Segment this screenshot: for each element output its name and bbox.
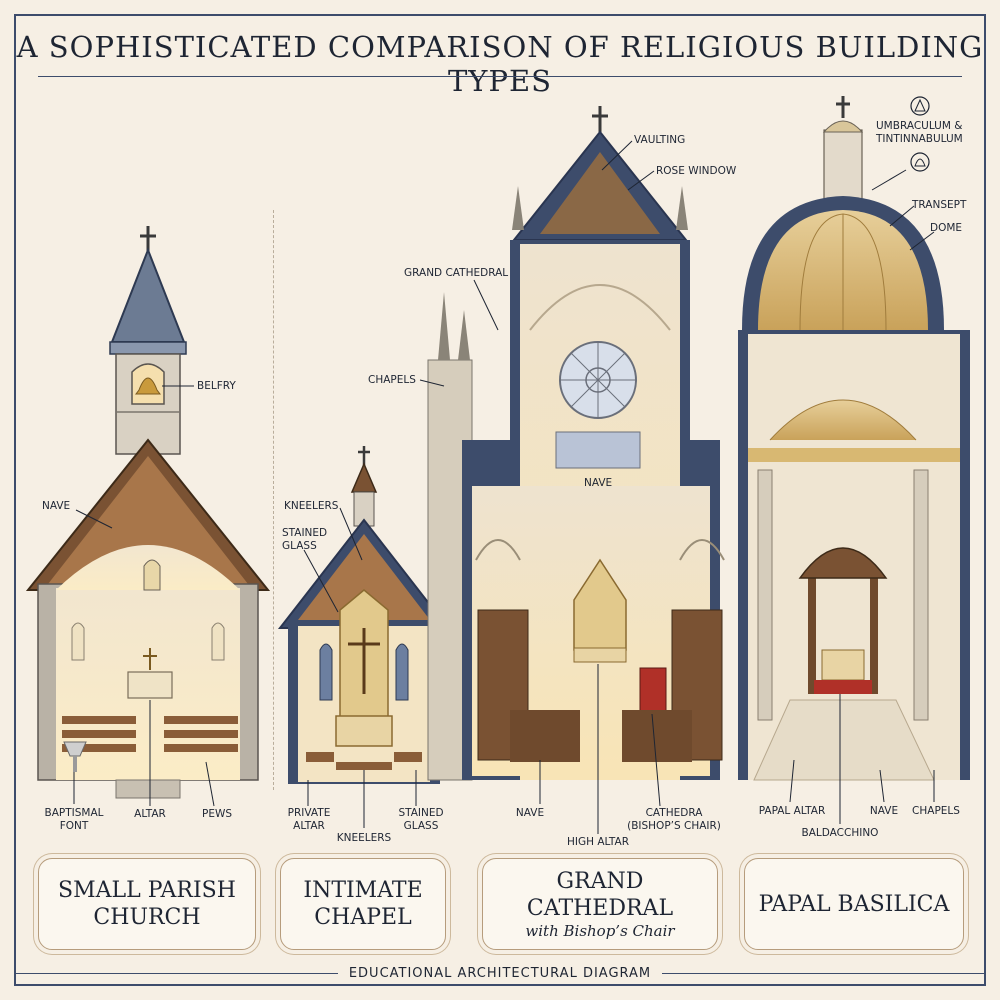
label-stained-glass-bottom: STAINED GLASS — [398, 807, 443, 833]
lantern — [823, 129, 863, 201]
panel-divider — [273, 210, 274, 790]
label-cathedra-line1: CATHEDRA — [645, 807, 703, 819]
footer-rule-right — [662, 973, 984, 974]
plate-small-parish-church: SMALL PARISH CHURCH — [38, 858, 256, 950]
label-cathedra: CATHEDRA (BISHOP’S CHAIR) — [627, 807, 721, 833]
label-cathedra-line2: (BISHOP’S CHAIR) — [627, 820, 721, 832]
label-grand-cathedral: GRAND CATHEDRAL — [404, 267, 509, 279]
label-nave-bottom: NAVE — [515, 807, 545, 819]
label-private-altar: PRIVATE ALTAR — [288, 807, 331, 833]
parish-altar — [127, 671, 173, 699]
label-basilica-nave: NAVE — [869, 805, 899, 817]
plate-cathedral-line1: GRAND — [556, 869, 644, 894]
footer-rule-left — [16, 973, 338, 974]
baptismal-font — [63, 741, 87, 757]
page-frame — [14, 14, 986, 986]
plate-basilica-line1: PAPAL BASILICA — [758, 891, 950, 917]
label-altar: ALTAR — [134, 808, 166, 820]
label-umbraculum-line2: TINTINNABULUM — [876, 133, 963, 145]
basilica-drawing — [738, 96, 970, 781]
plate-intimate-chapel: INTIMATE CHAPEL — [280, 858, 446, 950]
papal-altar — [821, 649, 865, 681]
label-stained-glass-bottom-line2: GLASS — [403, 820, 439, 832]
label-baptismal-font-line1: BAPTISMAL — [44, 807, 104, 819]
label-stained-glass-top-line1: STAINED — [282, 527, 328, 539]
label-nave: NAVE — [42, 500, 71, 512]
plate-chapel-line1: INTIMATE — [303, 878, 423, 903]
label-high-altar: HIGH ALTAR — [566, 836, 630, 848]
footer-caption: EDUCATIONAL ARCHITECTURAL DIAGRAM — [348, 966, 652, 981]
label-umbraculum-line1: UMBRACULUM & — [876, 120, 963, 132]
private-altar — [335, 715, 393, 747]
title-rule — [38, 76, 962, 77]
label-kneelers-top: KNEELERS — [284, 500, 339, 512]
page-title: A SOPHISTICATED COMPARISON OF RELIGIOUS … — [16, 30, 984, 98]
label-chapels: CHAPELS — [368, 374, 416, 386]
bell-icon — [135, 377, 161, 395]
label-belfry: BELFRY — [197, 380, 236, 392]
label-dome: DOME — [930, 222, 963, 234]
umbraculum-icon — [910, 96, 930, 116]
plate-grand-cathedral: GRAND CATHEDRAL with Bishop’s Chair — [482, 858, 718, 950]
label-private-altar-line1: PRIVATE — [287, 807, 331, 819]
chapel-drawing — [277, 446, 451, 784]
steeple-roof — [110, 247, 186, 343]
label-baptismal-font: BAPTISMAL FONT — [45, 807, 104, 833]
tintinnabulum-icon — [910, 152, 930, 172]
label-pews: PEWS — [201, 808, 233, 820]
label-transept: TRANSEPT — [912, 199, 967, 211]
label-kneelers-bottom: KNEELERS — [336, 832, 392, 844]
label-umbraculum: UMBRACULUM & TINTINNABULUM — [876, 120, 963, 146]
plate-papal-basilica: PAPAL BASILICA — [744, 858, 964, 950]
label-stained-glass-bottom-line1: STAINED — [398, 807, 444, 819]
label-stained-glass-top: STAINED GLASS — [282, 527, 327, 553]
plate-parish-line2: CHURCH — [93, 905, 201, 930]
label-rose-window: ROSE WINDOW — [656, 165, 737, 177]
plate-cathedral-line2: CATHEDRAL — [526, 896, 674, 921]
baldacchino-canopy — [798, 547, 888, 579]
label-private-altar-line2: ALTAR — [293, 820, 325, 832]
parish-church-drawing — [25, 226, 271, 799]
leader-lines — [73, 140, 935, 834]
label-papal-altar: PAPAL ALTAR — [758, 805, 826, 817]
label-vaulting: VAULTING — [634, 134, 686, 146]
plate-chapel-line2: CHAPEL — [314, 905, 412, 930]
label-nave-center: NAVE — [584, 477, 613, 489]
label-baptismal-font-line2: FONT — [59, 820, 89, 832]
label-basilica-chapels: CHAPELS — [912, 805, 960, 817]
baldacchino-column — [808, 574, 816, 694]
plate-cathedral-subtitle: with Bishop’s Chair — [525, 922, 675, 940]
plate-parish-line1: SMALL PARISH — [58, 878, 236, 903]
cathedral-drawing — [427, 106, 725, 781]
label-baldacchino: BALDACCHINO — [801, 827, 879, 839]
cathedra-chair — [639, 667, 667, 713]
label-stained-glass-top-line2: GLASS — [282, 540, 317, 552]
